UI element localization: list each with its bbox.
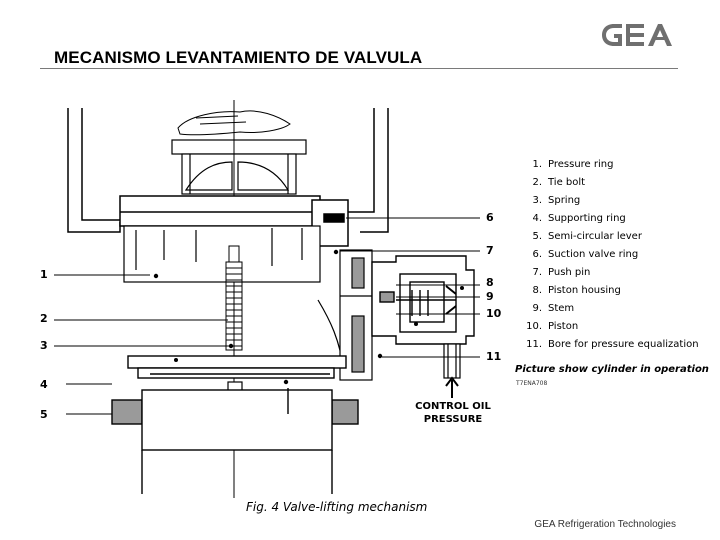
legend-item: 11. Bore for pressure equalization	[514, 336, 699, 354]
control-oil-line1: CONTROL OIL	[415, 401, 491, 412]
title-divider	[40, 68, 678, 69]
callout-label-5: 5	[40, 408, 48, 421]
legend-text: Supporting ring	[548, 213, 626, 224]
legend-item: 3. Spring	[514, 192, 699, 210]
legend-number: 2.	[532, 177, 542, 188]
legend-item: 1. Pressure ring	[514, 156, 699, 174]
valve-cage	[171, 139, 307, 195]
legend-text: Bore for pressure equalization	[548, 339, 699, 350]
legend-number: 7.	[532, 267, 542, 278]
spring	[225, 245, 243, 351]
legend-text: Semi-circular lever	[548, 231, 642, 242]
cylinder-body	[123, 225, 321, 283]
callout-label-8: 8	[486, 276, 494, 289]
right-leader-lines	[340, 217, 480, 358]
legend-item: 4. Supporting ring	[514, 210, 699, 228]
supporting-ring	[127, 355, 347, 379]
legend-number: 1.	[532, 159, 542, 170]
callout-label-6: 6	[486, 211, 494, 224]
callout-label-1: 1	[40, 268, 48, 281]
parts-legend: 1. Pressure ring 2. Tie bolt 3. Spring 4. Su…	[514, 156, 699, 354]
legend-text: Suction valve ring	[548, 249, 639, 260]
legend-number: 5.	[532, 231, 542, 242]
legend-text: Piston	[548, 321, 579, 332]
cylinder-walls	[67, 108, 389, 233]
legend-number: 10.	[526, 321, 542, 332]
callout-label-11: 11	[486, 350, 502, 363]
legend-number: 11.	[526, 339, 542, 350]
legend-text: Spring	[548, 195, 581, 206]
legend-text: Tie bolt	[548, 177, 586, 188]
operation-caption: Picture show cylinder in operation	[515, 364, 709, 375]
legend-number: 3.	[532, 195, 542, 206]
control-oil-label: CONTROL OIL PRESSURE	[410, 400, 496, 426]
legend-number: 9.	[532, 303, 542, 314]
footer-company: GEA Refrigeration Technologies	[534, 519, 676, 530]
legend-item: 7. Push pin	[514, 264, 699, 282]
legend-text: Piston housing	[548, 285, 621, 296]
callout-label-4: 4	[40, 378, 48, 391]
oil-bore	[443, 343, 461, 379]
control-oil-line2: PRESSURE	[423, 414, 483, 425]
legend-item: 2. Tie bolt	[514, 174, 699, 192]
legend-text: Stem	[548, 303, 575, 314]
callout-label-2: 2	[40, 312, 48, 325]
legend-number: 8.	[532, 285, 542, 296]
page-title: MECANISMO LEVANTAMIENTO DE VALVULA	[54, 48, 423, 67]
legend-text: Pressure ring	[548, 159, 614, 170]
legend-item: 9. Stem	[514, 300, 699, 318]
callout-label-7: 7	[486, 244, 494, 257]
legend-text: Push pin	[548, 267, 591, 278]
legend-item: 10. Piston	[514, 318, 699, 336]
callout-label-10: 10	[486, 307, 502, 320]
callout-label-9: 9	[486, 290, 494, 303]
callout-label-3: 3	[40, 339, 48, 352]
left-leader-lines	[54, 274, 228, 415]
control-oil-arrow	[445, 376, 459, 398]
gea-logo	[602, 24, 672, 46]
pressure-ring	[119, 195, 349, 247]
drawing-code: T7ENA708	[516, 380, 548, 387]
legend-item: 5. Semi-circular lever	[514, 228, 699, 246]
figure-caption: Fig. 4 Valve-lifting mechanism	[246, 500, 428, 514]
legend-number: 6.	[532, 249, 542, 260]
lower-ring	[111, 388, 359, 494]
piston-housing	[371, 255, 475, 345]
legend-number: 4.	[532, 213, 542, 224]
legend-item: 6. Suction valve ring	[514, 246, 699, 264]
legend-item: 8. Piston housing	[514, 282, 699, 300]
